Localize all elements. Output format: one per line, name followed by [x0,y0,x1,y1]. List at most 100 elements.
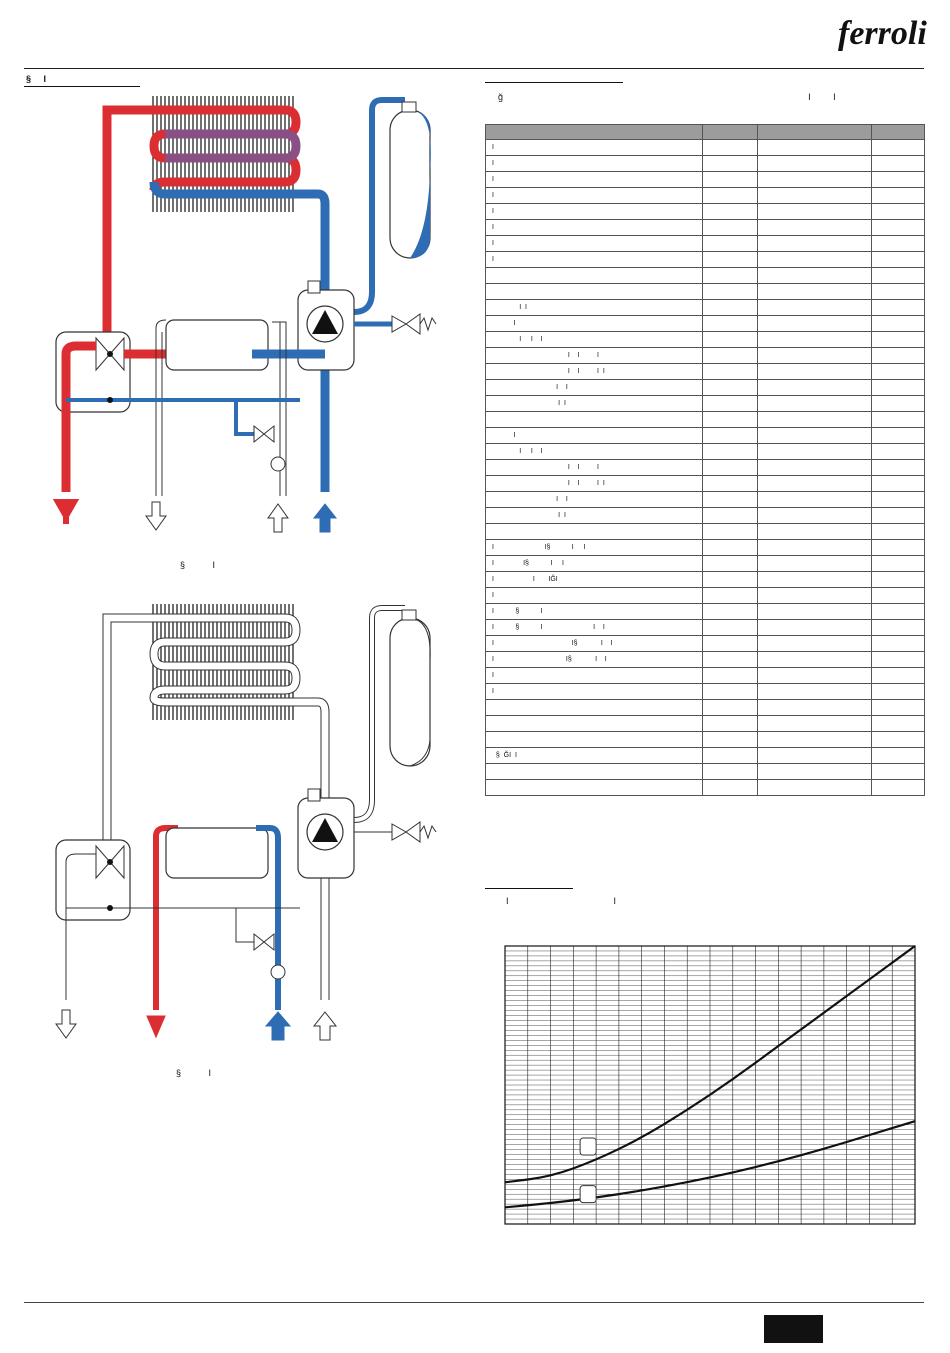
table-cell [702,523,758,540]
table-cell: I I§ I I [485,651,703,668]
table-cell [871,523,925,540]
ferroli-logo: ferroli [838,15,927,52]
table-cell: I [485,219,703,236]
table-header-cell [702,124,758,140]
table-cell [871,203,925,220]
table-row: I I I [485,443,925,460]
table-cell: I [485,587,703,604]
hydraulic-diagram-dhw [52,96,437,533]
table-cell [757,699,872,716]
table-cell [871,667,925,684]
table-cell [702,411,758,428]
dhw-out-arrow [145,501,167,531]
table-cell [702,747,758,764]
plate-heat-exchanger [165,319,269,371]
pump-icon [312,818,338,842]
table-cell [757,347,872,364]
table-cell [871,715,925,732]
chart-section-underline [485,888,573,889]
table-cell [702,619,758,636]
table-cell [871,651,925,668]
table-cell [757,603,872,620]
table-row: I I IĞI [485,571,925,588]
table-cell [702,363,758,380]
safety-valve-icon [391,821,421,843]
table-cell: I [485,427,703,444]
table-cell [485,411,703,428]
table-cell: I I [485,491,703,508]
table-cell [871,363,925,380]
table-row [485,731,925,748]
table-cell [757,203,872,220]
table-row [485,523,925,540]
table-cell: I I [485,299,703,316]
page-number-tab [764,1315,823,1343]
table-cell [702,427,758,444]
left-section-underline [24,86,140,87]
table-cell: I I§ I I [485,555,703,572]
table-cell [702,571,758,588]
table-cell [871,699,925,716]
table-cell [702,139,758,156]
table-row: I [485,315,925,332]
chart-series-line [504,945,916,1184]
chart-series-line [504,1120,916,1209]
table-cell [757,651,872,668]
plate-heat-exchanger [165,827,269,879]
table-cell [757,267,872,284]
hydraulic-diagram-heating [55,604,437,1041]
table-cell [871,587,925,604]
table-cell [871,491,925,508]
table-cell [485,523,703,540]
logo-wordmark: ferroli [838,15,927,52]
table-cell [757,315,872,332]
table-cell [757,587,872,604]
table-cell: I [485,315,703,332]
flow-sensor [270,964,286,980]
table-row: I I§ I I [485,635,925,652]
table-cell [871,299,925,316]
table-cell [702,555,758,572]
cold-in-arrow [264,1011,292,1041]
table-cell [702,651,758,668]
expansion-pipe [353,97,405,315]
table-cell [757,363,872,380]
table-cell [871,571,925,588]
table-cell [757,443,872,460]
table-cell: I [485,683,703,700]
table-cell [871,731,925,748]
table-cell: I § I [485,603,703,620]
valve-spindle [107,351,113,357]
table-header-cell [485,124,703,140]
table-header-cell [757,124,872,140]
table-cell [871,315,925,332]
table-cell [757,507,872,524]
safety-valve-icon [391,313,421,335]
expansion-vessel-water [410,110,431,258]
table-cell [702,587,758,604]
table-cell [757,251,872,268]
air-vent [307,280,321,294]
spring-icon [419,316,437,332]
table-cell [871,763,925,780]
table-cell [702,395,758,412]
table-cell [485,267,703,284]
table-cell [871,331,925,348]
table-cell [871,411,925,428]
table-cell [702,635,758,652]
table-cell: I I IĞI [485,571,703,588]
table-cell [871,539,925,556]
valve-spindle [107,859,113,865]
pump-icon [312,310,338,334]
table-cell [702,331,758,348]
table-cell [702,699,758,716]
table-row: I I I I [485,363,925,380]
right-section-underline [485,82,623,83]
table-cell [757,411,872,428]
chart-series-label-box [579,1185,597,1204]
table-cell: I I I [485,443,703,460]
table-cell [757,635,872,652]
fill-valve-icon [253,932,275,952]
table-cell [702,235,758,252]
table-cell [702,507,758,524]
